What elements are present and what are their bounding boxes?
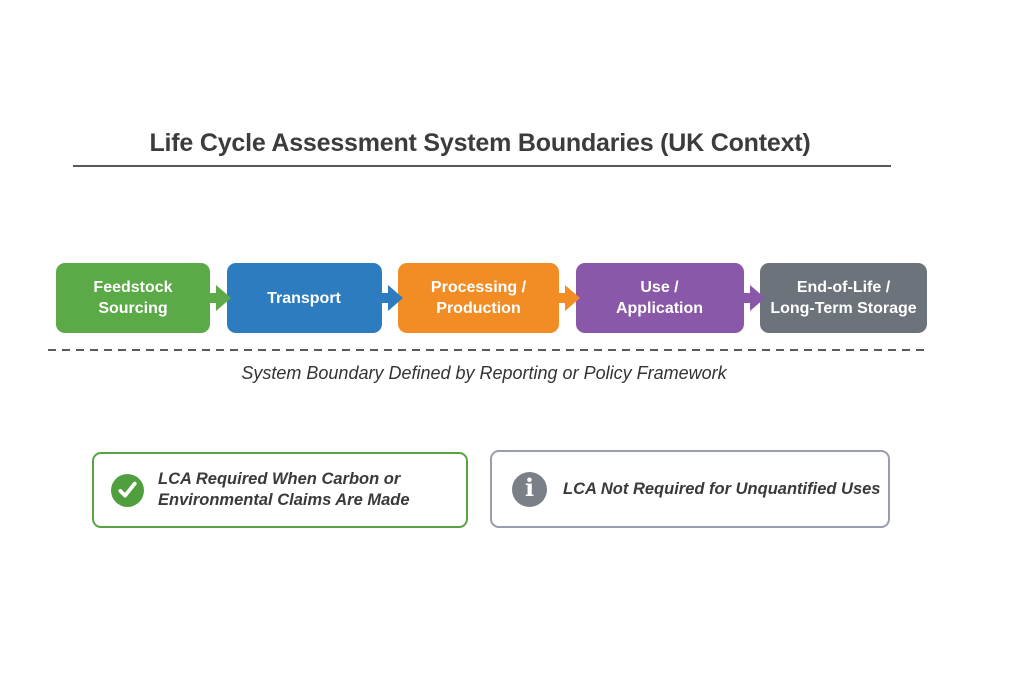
stage-label: Transport (267, 289, 341, 307)
info-glyph: i (524, 473, 535, 502)
note-text: LCA Not Required for Unquantified Uses (563, 479, 881, 498)
checkmark-icon (118, 481, 137, 498)
title-underline (73, 165, 891, 167)
stage-box-feedstock-sourcing: Feedstock Sourcing (56, 263, 210, 333)
lca-flow-row: Feedstock Sourcing Transport Processing … (56, 263, 927, 333)
stage-box-processing-production: Processing / Production (398, 263, 559, 333)
stage-box-use-application: Use / Application (575, 263, 744, 333)
stage-label: Application (615, 300, 704, 317)
right-arrow-icon (554, 285, 581, 311)
system-boundary-dashed-line (48, 349, 930, 351)
page-title: Life Cycle Assessment System Boundaries … (149, 129, 811, 157)
stage-label: Sourcing (98, 300, 168, 317)
note-card-lca-required: LCA Required When Carbon or Environmenta… (92, 452, 468, 528)
stage-label: Use / (640, 279, 679, 296)
right-arrow-icon (205, 285, 232, 311)
note-card-lca-not-required: i LCA Not Required for Unquantified Uses (490, 450, 890, 528)
stage-label: Long-Term Storage (770, 300, 917, 317)
stage-box-transport: Transport (226, 263, 382, 333)
flow-arrow (205, 263, 232, 333)
flow-arrow (738, 263, 765, 333)
stage-label: Production (436, 300, 521, 317)
stage-label: Feedstock (93, 279, 173, 296)
check-circle-icon (111, 473, 144, 507)
info-circle-icon: i (512, 471, 547, 507)
right-arrow-icon (376, 285, 403, 311)
boundary-caption: System Boundary Defined by Reporting or … (241, 363, 727, 383)
flow-arrow (376, 263, 403, 333)
stage-box-end-of-life-storage: End-of-Life / Long-Term Storage (760, 263, 927, 333)
stage-label: Processing / (430, 279, 527, 296)
stage-label: End-of-Life / (796, 279, 891, 296)
flow-arrow (554, 263, 581, 333)
right-arrow-icon (738, 285, 765, 311)
note-text: LCA Required When Carbon or Environmenta… (158, 470, 410, 509)
